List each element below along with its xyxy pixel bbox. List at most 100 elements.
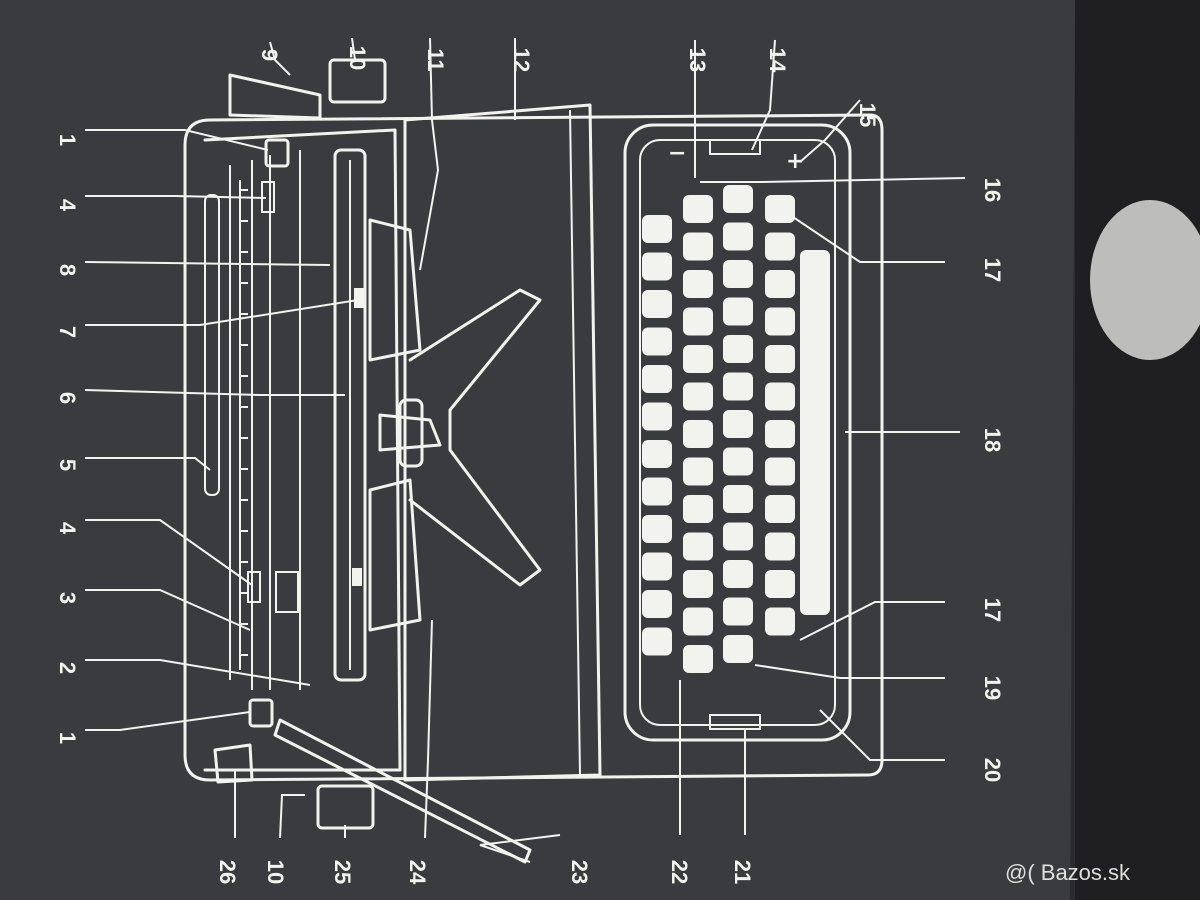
key [765, 345, 795, 373]
key [683, 570, 713, 598]
part-label-bottom: 26 [215, 860, 240, 884]
key [683, 382, 713, 411]
platen-knob-left [328, 58, 387, 104]
line-space-selector [709, 714, 761, 730]
card-holder-right [352, 568, 362, 586]
background-object [1090, 200, 1200, 360]
key [723, 597, 753, 626]
part-label-right: 18 [980, 428, 1005, 452]
part-label-bottom: 10 [263, 860, 288, 884]
part-label-top: 1 [55, 732, 80, 744]
part-label-top: 7 [55, 326, 80, 338]
part-label-right: 20 [980, 758, 1005, 782]
keyboard-keys [642, 185, 795, 673]
part-label-right: 17 [980, 598, 1005, 622]
key [642, 477, 672, 506]
key [765, 420, 795, 448]
margin-stop-right [247, 571, 261, 603]
key [765, 307, 795, 336]
key [683, 607, 713, 636]
part-label-top: 9 [257, 49, 282, 61]
part-label-top: 13 [685, 48, 710, 72]
key [683, 420, 713, 448]
part-label-top: 12 [509, 48, 534, 72]
key [765, 532, 795, 561]
key [642, 627, 672, 656]
key [765, 195, 795, 223]
part-label-top: 1 [55, 134, 80, 146]
key [642, 215, 672, 243]
typewriter-outline [183, 58, 884, 864]
table-surface [1075, 0, 1200, 900]
callout-lines [84, 37, 966, 863]
key [683, 345, 713, 373]
key [723, 335, 753, 363]
key [723, 260, 753, 288]
part-label-top: 11 [423, 48, 448, 71]
key [683, 232, 713, 261]
part-label-top: 14 [765, 48, 790, 73]
key [683, 457, 713, 486]
part-label-bottom: 22 [667, 860, 692, 884]
key [683, 495, 713, 523]
paper-release-right [213, 743, 254, 784]
part-label-right: 19 [980, 676, 1005, 700]
instruction-sheet [0, 0, 1075, 900]
paper-guide [275, 571, 299, 613]
part-label-top: 5 [55, 459, 80, 471]
part-label-bottom: 24 [405, 860, 430, 885]
part-label-top: 4 [55, 522, 80, 535]
key [683, 270, 713, 298]
minus-symbol: − [668, 141, 686, 166]
key [683, 307, 713, 336]
key [723, 447, 753, 476]
part-label-top: 2 [55, 662, 80, 674]
part-label-top: 6 [55, 392, 80, 404]
key [642, 327, 672, 356]
paper-release-lever [228, 73, 322, 120]
key [642, 252, 672, 281]
key [683, 645, 713, 673]
key [642, 365, 672, 393]
part-label-top: 15 [855, 103, 880, 127]
key [723, 372, 753, 401]
part-label-bottom: 21 [730, 860, 755, 884]
key [765, 607, 795, 636]
key [642, 552, 672, 581]
key [723, 485, 753, 513]
key [765, 570, 795, 598]
part-label-top: 3 [55, 592, 80, 604]
key [723, 635, 753, 663]
part-label-right: 17 [980, 258, 1005, 282]
watermark: @( Bazos.sk [1005, 860, 1131, 885]
key [765, 232, 795, 261]
key [723, 222, 753, 251]
part-label-bottom: 23 [567, 860, 592, 884]
card-holder [354, 288, 364, 308]
key [765, 270, 795, 298]
plus-symbol: + [786, 149, 804, 174]
key [723, 185, 753, 213]
scale-ticks [240, 189, 248, 656]
key [683, 532, 713, 561]
part-label-right: 16 [980, 178, 1005, 202]
carriage-release-left [264, 138, 290, 168]
key [642, 402, 672, 431]
part-label-bottom: 25 [330, 860, 355, 884]
key [642, 440, 672, 468]
key [683, 195, 713, 223]
key [723, 410, 753, 438]
key [765, 382, 795, 411]
part-label-top: 4 [55, 199, 80, 212]
key [642, 290, 672, 318]
part-label-top: 10 [345, 46, 370, 70]
line-space-lever [273, 718, 532, 864]
key [723, 560, 753, 588]
space-bar [800, 250, 830, 615]
part-label-top: 8 [55, 264, 80, 276]
key [642, 515, 672, 543]
key [642, 590, 672, 618]
key [765, 457, 795, 486]
